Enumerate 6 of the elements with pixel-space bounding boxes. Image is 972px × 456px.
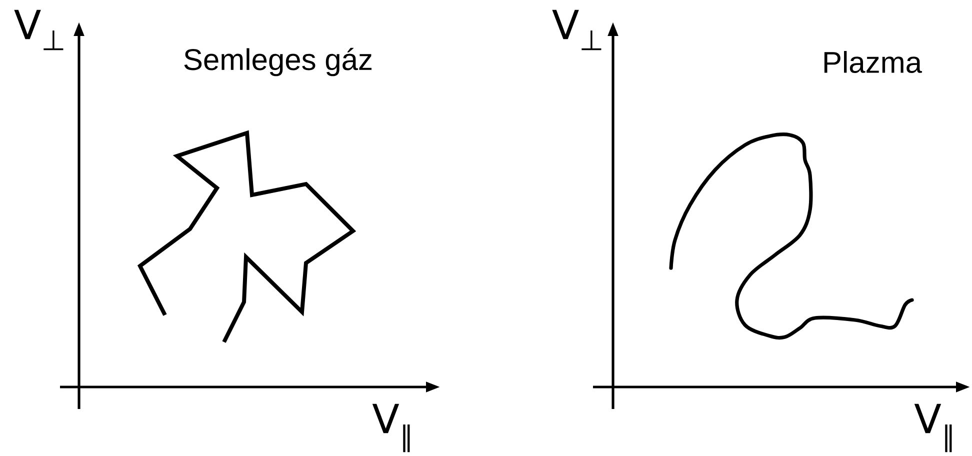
axis-label: V$_{∥}$ xyxy=(914,404,952,452)
panel-title: Plazma xyxy=(824,51,922,74)
axis-label: V$_{∥}$ xyxy=(372,404,410,452)
panel-title: Semleges gáz xyxy=(184,48,372,76)
axis-label: V$_{⊥}$ xyxy=(552,10,602,50)
axis-label: V$_{⊥}$ xyxy=(14,10,64,50)
